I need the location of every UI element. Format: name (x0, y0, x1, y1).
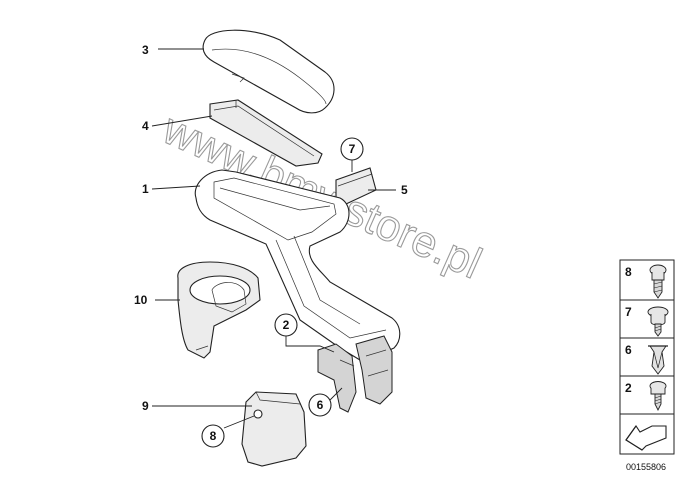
installation-arrow-icon (625, 425, 667, 451)
circled-callout-8-text: 8 (210, 429, 217, 443)
circled-callout-6: 6 (308, 393, 332, 417)
fastener-legend: 8 7 6 2 (619, 259, 675, 455)
callout-5: 5 (401, 183, 408, 197)
legend-number-2: 2 (625, 381, 632, 395)
torx-screw-icon (649, 264, 667, 299)
leader-1 (151, 185, 201, 190)
storage-tray-part (209, 99, 323, 167)
circled-callout-8: 8 (201, 424, 225, 448)
circled-callout-6-text: 6 (317, 398, 324, 412)
leader-4 (151, 115, 213, 127)
expanding-clip-icon (648, 345, 668, 375)
callout-10: 10 (134, 293, 148, 307)
callout-3: 3 (142, 43, 149, 57)
callout-9: 9 (142, 399, 149, 413)
circled-callout-7: 7 (340, 137, 364, 161)
circled-callout-7-text: 7 (349, 142, 356, 156)
armrest-carrier-part (194, 169, 401, 413)
leader-2 (285, 336, 335, 353)
cup-holder-part (177, 261, 261, 359)
circled-callout-2-text: 2 (283, 318, 290, 332)
leader-8 (223, 415, 255, 429)
legend-number-8: 8 (625, 265, 632, 279)
callout-1: 1 (142, 182, 149, 196)
leader-6 (329, 387, 343, 401)
side-trim-panel-part (241, 391, 307, 467)
armrest-lid-part (202, 29, 335, 114)
callout-4: 4 (142, 119, 149, 133)
circled-callout-2: 2 (274, 313, 298, 337)
self-tapping-screw-icon (649, 381, 667, 412)
flange-screw-icon (647, 306, 669, 337)
document-number: 00155806 (626, 462, 666, 472)
legend-number-7: 7 (625, 305, 632, 319)
cover-cap-part (335, 167, 377, 205)
legend-number-6: 6 (625, 343, 632, 357)
